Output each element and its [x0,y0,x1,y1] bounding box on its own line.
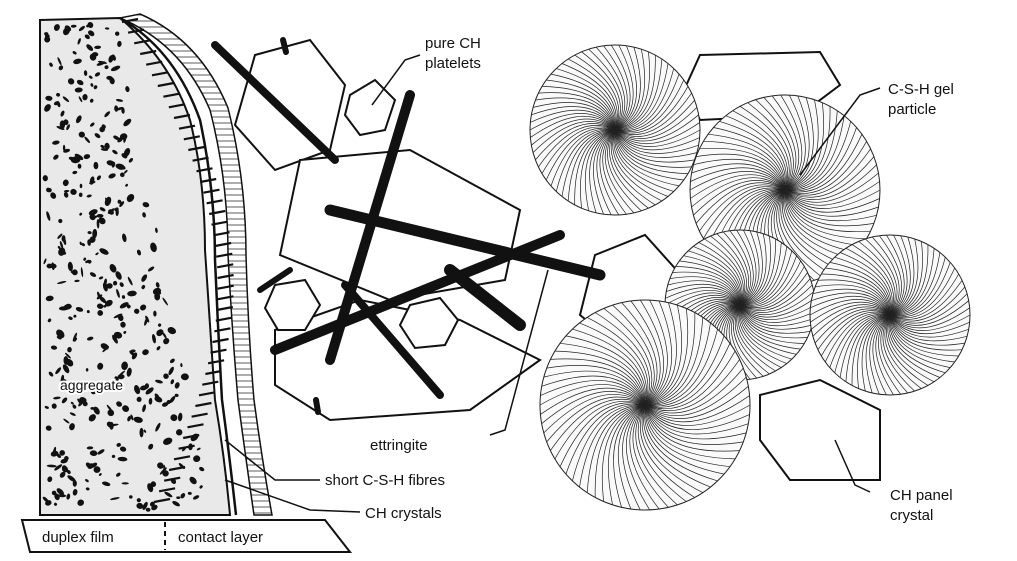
label-contact-layer: contact layer [178,529,263,546]
label-ch-panel-line1: CH panel [890,487,953,504]
aggregate-speckle [106,283,112,289]
csh-fibre-needle [209,211,225,214]
label-ch-panel: CH panel crystal [890,487,953,524]
label-csh-gel: C-S-H gel particle [888,81,954,118]
label-short-csh-fibres: short C-S-H fibres [325,472,445,489]
aggregate-speckle [122,482,129,484]
label-ch-crystals: CH crystals [365,505,442,522]
csh-fibre-needle [217,307,233,310]
csh-fibre-needle [214,328,230,331]
csh-fibre-needle [213,339,229,342]
label-ettringite: ettringite [370,437,428,454]
label-pure-ch-line1: pure CH [425,35,481,52]
csh-gel-particle [540,300,750,510]
label-ch-panel-line2: crystal [890,507,933,524]
small-hexagon [345,80,395,135]
csh-gel-particle [810,235,970,395]
csh-fibre-needle [204,190,220,193]
label-duplex-film: duplex film [42,529,114,546]
label-aggregate: aggregate [60,377,123,393]
csh-fibre-needle [211,350,227,353]
aggregate-speckle [51,264,57,269]
label-csh-gel-line1: C-S-H gel [888,81,954,98]
label-pure-ch-line2: platelets [425,55,481,72]
aggregate-speckle [140,428,144,438]
csh-fibre-needle [207,200,223,203]
csh-fibre-needle [200,179,216,182]
csh-gel-particle [530,45,700,215]
label-pure-ch: pure CH platelets [425,35,481,72]
label-csh-gel-line2: particle [888,101,936,118]
